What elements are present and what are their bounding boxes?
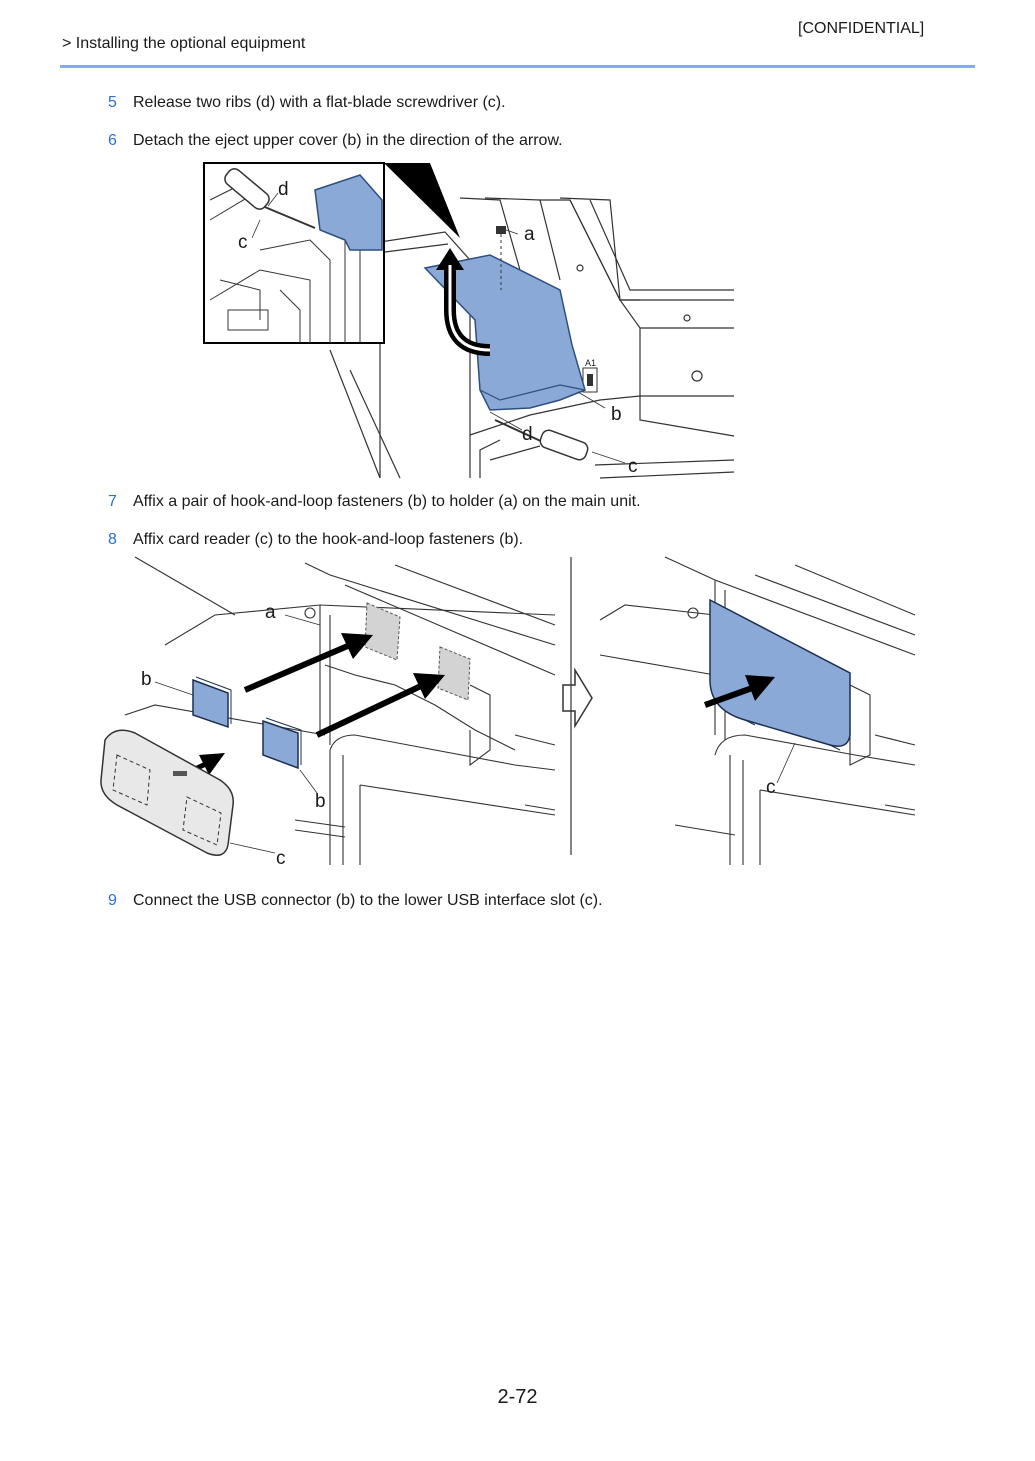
- holder-target-pad: [437, 646, 471, 701]
- callout-inset-d: d: [278, 179, 289, 200]
- callout-b: b: [611, 404, 622, 425]
- inset-screwdriver-icon: [224, 168, 316, 229]
- right-panel-lineart: [599, 556, 916, 865]
- inset-pointer: [384, 163, 460, 238]
- screw-icon: [496, 226, 506, 290]
- callout-c: c: [276, 848, 286, 867]
- hook-loop-fastener: [192, 678, 229, 729]
- step-number: 5: [108, 94, 117, 111]
- main-unit-lineart: [329, 197, 735, 479]
- eject-upper-cover: [423, 254, 586, 411]
- step-text: Affix a pair of hook-and-loop fasteners …: [133, 493, 641, 510]
- step-8: 8 Affix card reader (c) to the hook-and-…: [108, 531, 523, 549]
- figure-eject-cover: A1 d c a b d c: [203, 162, 735, 479]
- callout-a: a: [524, 224, 535, 245]
- step-number: 9: [108, 892, 117, 909]
- callout-d: d: [522, 424, 533, 445]
- step-5: 5 Release two ribs (d) with a flat-blade…: [108, 94, 506, 112]
- figure-card-reader: a b b c c: [100, 556, 916, 867]
- step-6: 6 Detach the eject upper cover (b) in th…: [108, 132, 563, 150]
- inset-cover-part: [314, 174, 383, 251]
- step-9: 9 Connect the USB connector (b) to the l…: [108, 892, 603, 910]
- confidential-label: [CONFIDENTIAL]: [798, 20, 925, 37]
- header-rule: [60, 65, 975, 68]
- step-number: 8: [108, 531, 117, 548]
- step-number: 6: [108, 132, 117, 149]
- port-label: A1: [585, 358, 596, 368]
- callout-b: b: [141, 669, 152, 690]
- page-number: 2-72: [497, 1386, 538, 1408]
- attach-arrow-icon: [315, 673, 445, 738]
- card-reader-mounted: [709, 598, 851, 747]
- step-text: Affix card reader (c) to the hook-and-lo…: [133, 531, 524, 548]
- next-step-arrow-icon: [562, 667, 593, 729]
- step-text: Connect the USB connector (b) to the low…: [133, 892, 603, 909]
- attach-arrow-icon: [703, 675, 775, 708]
- screwdriver-icon: [494, 419, 589, 461]
- callout-inset-c: c: [238, 232, 248, 253]
- callout-c: c: [628, 456, 638, 477]
- breadcrumb: > Installing the optional equipment: [62, 35, 306, 52]
- detail-inset: [203, 162, 385, 344]
- attach-arrow-icon: [243, 633, 373, 693]
- step-7: 7 Affix a pair of hook-and-loop fastener…: [108, 493, 641, 511]
- step-text: Detach the eject upper cover (b) in the …: [133, 132, 563, 149]
- callout-c: c: [766, 777, 776, 798]
- usb-port: A1: [582, 358, 598, 393]
- holder-target-pad: [364, 602, 401, 661]
- hook-loop-fastener: [262, 719, 299, 770]
- callout-a: a: [265, 602, 276, 623]
- callout-b: b: [315, 791, 326, 812]
- step-text: Release two ribs (d) with a flat-blade s…: [133, 94, 506, 111]
- step-number: 7: [108, 493, 117, 510]
- card-reader: [100, 729, 234, 856]
